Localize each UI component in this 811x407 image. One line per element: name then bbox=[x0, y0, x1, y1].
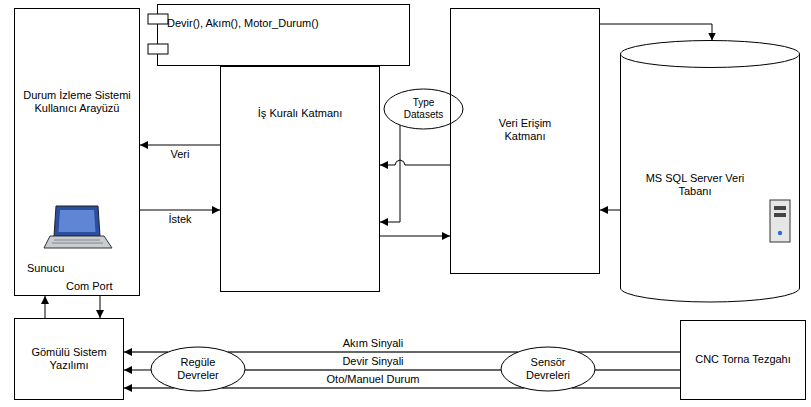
text-group: CNC Torna Tezgahı bbox=[695, 353, 791, 366]
circuit-ellipse: Sensör Devreleri bbox=[500, 346, 596, 392]
edge-label: Devir Sinyali bbox=[340, 355, 405, 368]
signal-line bbox=[124, 369, 151, 370]
text-group: Type Datasets bbox=[399, 97, 449, 121]
arrow-connector bbox=[380, 236, 450, 237]
ellipse-outline bbox=[151, 347, 245, 391]
arrow-connector bbox=[380, 125, 400, 222]
text-group: Sensör Devreleri bbox=[518, 356, 578, 382]
ellipse-outline bbox=[501, 347, 595, 391]
component-border bbox=[157, 4, 158, 66]
node-text: Veri Erişim Katmanı bbox=[480, 117, 570, 143]
laptop-screen bbox=[54, 206, 100, 236]
cylinder-top bbox=[621, 41, 800, 68]
server-case bbox=[770, 200, 790, 242]
signal-line bbox=[124, 387, 174, 388]
component-box: Devir(), Akım(), Motor_Durum() bbox=[157, 4, 410, 66]
arrow-connector bbox=[600, 210, 620, 211]
node-text: CNC Torna Tezgahı bbox=[695, 353, 791, 366]
component-tab bbox=[148, 44, 168, 54]
signal-line bbox=[578, 351, 680, 352]
laptop-base bbox=[44, 236, 112, 248]
signal-line bbox=[222, 387, 525, 388]
server-led bbox=[778, 231, 782, 235]
signal-line bbox=[124, 351, 168, 352]
device-label: Com Port bbox=[66, 280, 112, 293]
text-group: MS SQL Server Veri Tabanı bbox=[639, 172, 751, 198]
text-group: Veri Erişim Katmanı bbox=[480, 117, 570, 143]
cylinder-outline bbox=[620, 40, 800, 302]
server-drive bbox=[774, 213, 786, 217]
layer-box: İş Kuralı Katmanı bbox=[220, 66, 380, 292]
arrow-connector bbox=[140, 210, 220, 211]
arrow-connector bbox=[140, 145, 220, 146]
signal-line bbox=[595, 369, 680, 370]
edge-label: Akım Sinyali bbox=[341, 337, 406, 350]
signal-line bbox=[245, 369, 501, 370]
interface-box: Durum İzleme Sistemi Kullanıcı Arayüzü bbox=[14, 8, 140, 296]
server-icon bbox=[770, 200, 790, 242]
node-text: Durum İzleme Sistemi Kullanıcı Arayüzü bbox=[22, 89, 132, 115]
server-drive bbox=[774, 206, 786, 210]
dataset-ellipse: Type Datasets bbox=[383, 88, 464, 130]
text-group: Devir(), Akım(), Motor_Durum() bbox=[167, 17, 319, 30]
machine-box: CNC Torna Tezgahı bbox=[680, 320, 806, 400]
edge-label: Veri bbox=[169, 148, 192, 161]
arrow-connector bbox=[600, 24, 712, 41]
text-group: Regüle Devreler bbox=[168, 356, 228, 382]
node-text: Gömülü Sistem Yazılımı bbox=[21, 346, 117, 372]
node-text: Sensör Devreleri bbox=[518, 356, 578, 382]
edge-label: İstek bbox=[166, 213, 193, 226]
signal-line bbox=[228, 351, 518, 352]
connector-group bbox=[45, 24, 712, 388]
node-text: Devir(), Akım(), Motor_Durum() bbox=[167, 17, 319, 30]
component-tab bbox=[148, 14, 168, 24]
laptop-display bbox=[59, 210, 96, 232]
signal-line bbox=[572, 387, 680, 388]
arrow-connector bbox=[45, 296, 46, 318]
device-label: Sunucu bbox=[27, 262, 64, 275]
arrow-connector bbox=[100, 296, 101, 318]
component-symbol bbox=[148, 4, 168, 66]
laptop-keys bbox=[52, 240, 103, 243]
arrow-connector bbox=[380, 160, 450, 165]
edge-label: Oto/Manuel Durum bbox=[325, 373, 422, 386]
node-text: Type Datasets bbox=[399, 97, 449, 121]
node-text: İş Kuralı Katmanı bbox=[258, 107, 342, 120]
node-text: MS SQL Server Veri Tabanı bbox=[639, 172, 751, 198]
circuit-ellipse: Regüle Devreler bbox=[150, 346, 246, 392]
laptop-icon bbox=[44, 206, 112, 248]
text-group: İş Kuralı Katmanı bbox=[258, 107, 342, 120]
ellipse-outline bbox=[384, 89, 463, 129]
cylinder-body bbox=[621, 54, 800, 302]
text-group: Gömülü Sistem Yazılımı bbox=[21, 346, 117, 372]
node-text: Regüle Devreler bbox=[168, 356, 228, 382]
layer-box: Veri Erişim Katmanı bbox=[450, 8, 600, 274]
text-group: Durum İzleme Sistemi Kullanıcı Arayüzü bbox=[22, 89, 132, 115]
embedded-box: Gömülü Sistem Yazılımı bbox=[14, 318, 124, 400]
database-cylinder: MS SQL Server Veri Tabanı bbox=[620, 40, 800, 302]
